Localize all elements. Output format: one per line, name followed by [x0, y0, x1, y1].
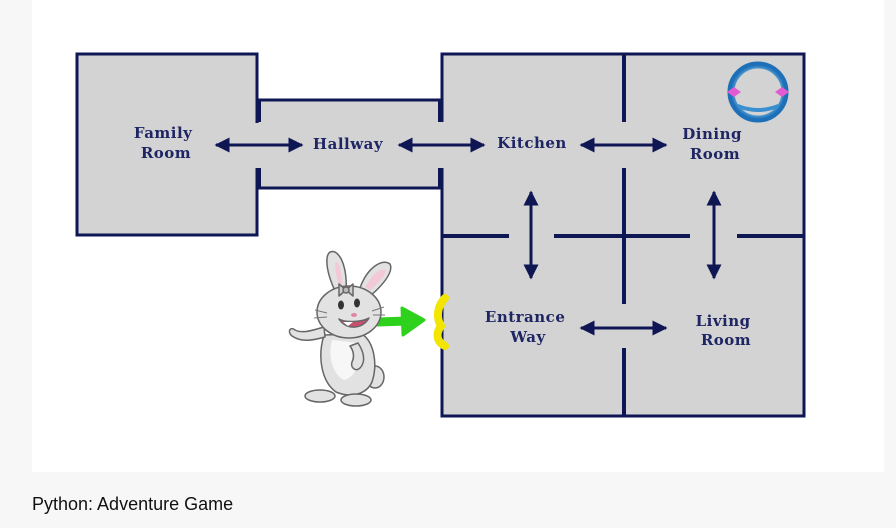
living-room-label-line2: Room [701, 331, 751, 349]
dining-room-label: Dining Room [682, 125, 747, 163]
video-caption: Python: Adventure Game [32, 494, 234, 514]
hallway-label: Hallway [313, 135, 384, 153]
slide: Family Room Hallway Kitchen Dining Room … [32, 0, 884, 472]
green-arrow-icon [373, 306, 426, 337]
hallway-label-line1: Hallway [313, 135, 384, 153]
dining-room-label-line2: Room [690, 145, 740, 163]
dining-room-label-line1: Dining [682, 125, 742, 143]
kitchen-label: Kitchen [497, 134, 567, 152]
family-room-label-line2: Room [141, 144, 191, 162]
kitchen-label-line1: Kitchen [497, 134, 567, 152]
entrance-way-label: Entrance Way [485, 308, 571, 346]
ring-logo-icon [727, 61, 789, 123]
entrance-way-label-line2: Way [509, 328, 546, 346]
entrance-way-label-line1: Entrance [485, 308, 565, 326]
floor-plan: Family Room Hallway Kitchen Dining Room … [75, 52, 806, 418]
yellow-door-icon [433, 294, 449, 350]
family-room-label: Family Room [134, 124, 198, 162]
bunny-icon [288, 250, 392, 407]
family-room-label-line1: Family [134, 124, 193, 142]
connection-arrows [214, 137, 722, 336]
interior-walls [257, 54, 804, 416]
living-room-label-line1: Living [696, 312, 751, 330]
living-room-label: Living Room [696, 312, 757, 349]
